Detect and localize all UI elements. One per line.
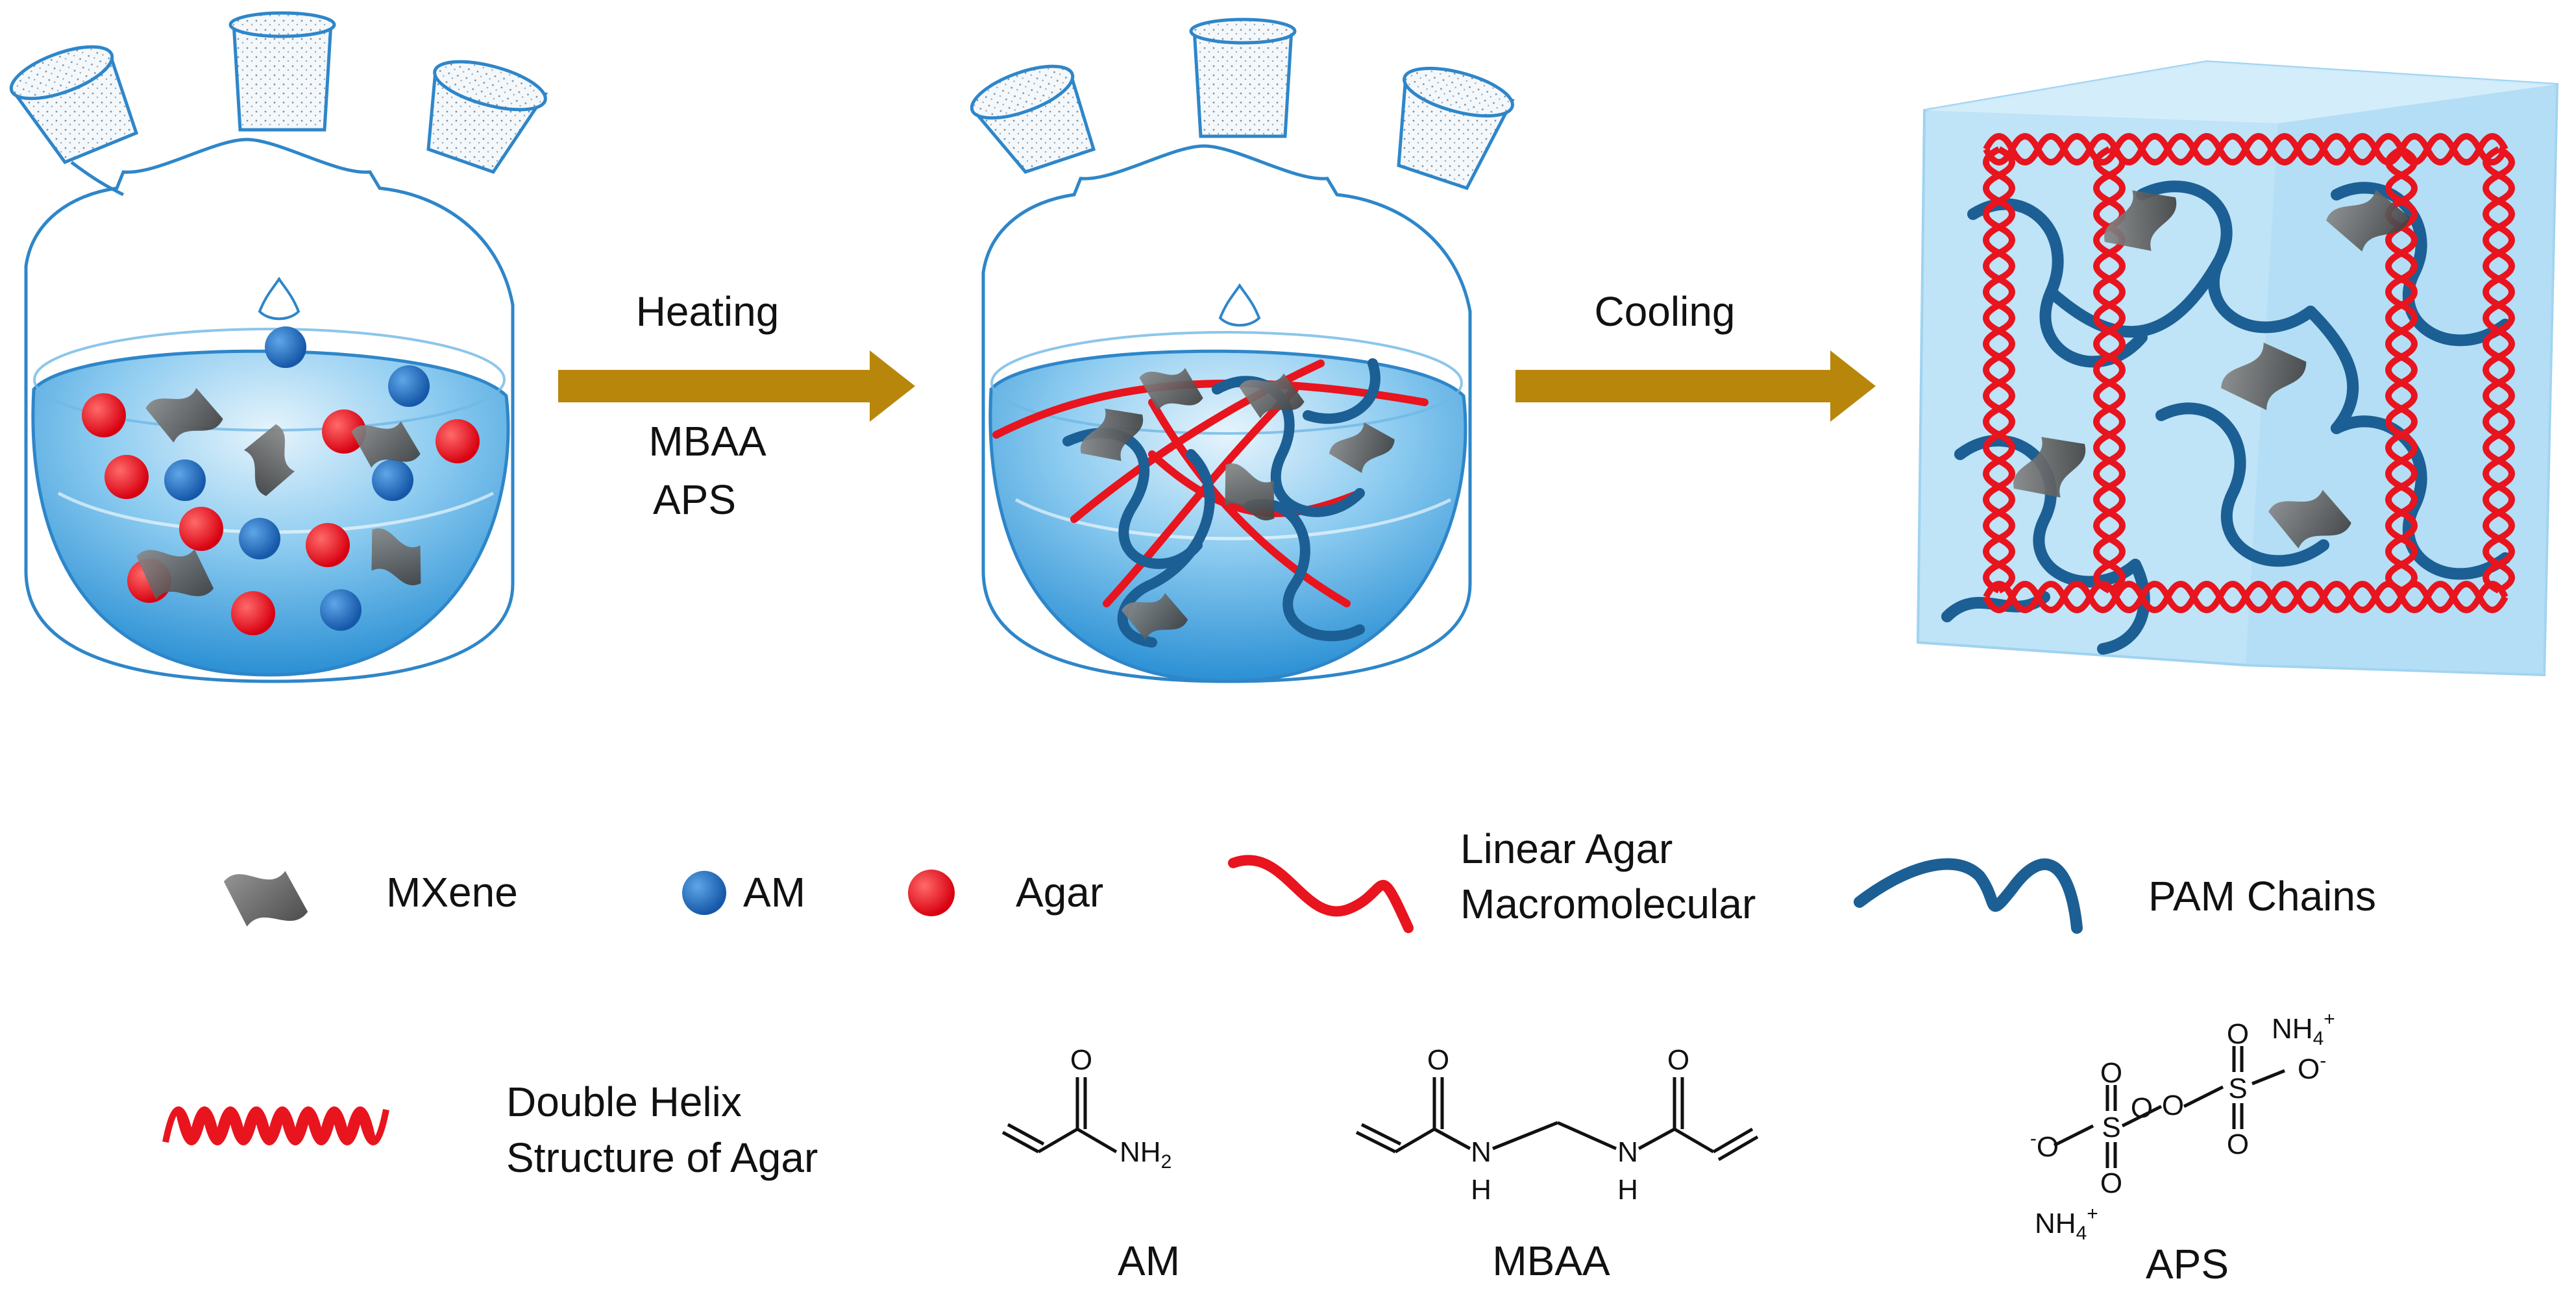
mbaa-atom-n-right: N bbox=[1617, 1136, 1638, 1168]
mbaa-atom-o-left: O bbox=[1427, 1044, 1449, 1076]
mbaa-atom-o-right: O bbox=[1667, 1044, 1689, 1076]
aps-atom-s-left: S bbox=[2102, 1112, 2120, 1143]
mbaa-structure bbox=[1355, 1077, 1759, 1162]
aps-atom-o-bridge-1: O bbox=[2131, 1092, 2153, 1124]
mbaa-atom-n-left: N bbox=[1471, 1136, 1491, 1168]
flask-1-agar-molecules bbox=[82, 393, 480, 635]
flask-2 bbox=[970, 18, 1515, 683]
legend-double-helix-line1: Double Helix bbox=[506, 1079, 742, 1125]
flask-2-neck-center bbox=[1189, 18, 1297, 138]
am-name: AM bbox=[1118, 1237, 1180, 1284]
aps-atom-o-minus-right: O- bbox=[2298, 1050, 2326, 1085]
am-structure bbox=[1001, 1077, 1118, 1154]
mbaa-atom-h-right: H bbox=[1617, 1174, 1638, 1206]
legend-agar-icon bbox=[908, 870, 955, 916]
aps-nh4-top: NH4+ bbox=[2272, 1008, 2335, 1049]
legend-am-icon bbox=[682, 871, 726, 915]
mbaa-reagent-label: MBAA bbox=[648, 418, 767, 465]
hydrogel-block bbox=[1916, 60, 2559, 677]
mbaa-name: MBAA bbox=[1492, 1237, 1610, 1284]
flask-1-neck-right bbox=[426, 60, 548, 175]
aps-atom-o-top-left: O bbox=[2100, 1057, 2122, 1089]
legend-am-label: AM bbox=[743, 869, 805, 916]
am-atom-o: O bbox=[1070, 1044, 1092, 1076]
legend-agar-label: Agar bbox=[1016, 869, 1103, 916]
aps-atom-o-bottom-right: O bbox=[2227, 1128, 2249, 1160]
legend-linear-agar-line2: Macromolecular bbox=[1460, 881, 1756, 927]
aps-name: APS bbox=[2146, 1241, 2229, 1287]
legend-pam-label: PAM Chains bbox=[2148, 873, 2376, 920]
flask-2-neck-right bbox=[1397, 66, 1515, 191]
legend-double-helix-icon bbox=[162, 1106, 389, 1145]
flask-1 bbox=[9, 11, 548, 683]
flask-1-neck-left bbox=[9, 45, 139, 197]
aps-atom-o-top-right: O bbox=[2227, 1018, 2249, 1050]
aps-atom-o-minus-left: -O bbox=[2030, 1128, 2059, 1163]
flask-1-neck-center bbox=[228, 11, 336, 132]
aps-reagent-label: APS bbox=[653, 476, 736, 523]
aps-atom-o-bottom-left: O bbox=[2100, 1167, 2122, 1199]
aps-atom-s-right: S bbox=[2228, 1073, 2247, 1104]
legend-pam-icon bbox=[1854, 858, 2083, 934]
legend-linear-agar-icon bbox=[1228, 855, 1414, 933]
flask-2-neck-left bbox=[970, 64, 1096, 174]
cooling-arrow bbox=[1515, 350, 1876, 422]
flask-1-am-monomers bbox=[164, 326, 430, 631]
aps-structure bbox=[2053, 1046, 2285, 1168]
heating-label: Heating bbox=[636, 288, 779, 335]
aps-nh4-bottom: NH4+ bbox=[2035, 1203, 2098, 1244]
legend-mxene-icon bbox=[223, 865, 309, 930]
mbaa-atom-h-left: H bbox=[1471, 1174, 1491, 1206]
am-nh2: NH2 bbox=[1120, 1136, 1171, 1173]
aps-atom-o-bridge-2: O bbox=[2162, 1090, 2184, 1121]
legend-linear-agar-line1: Linear Agar bbox=[1460, 825, 1673, 872]
cooling-label: Cooling bbox=[1594, 288, 1735, 335]
heating-arrow bbox=[558, 350, 915, 422]
legend-double-helix-line2: Structure of Agar bbox=[506, 1134, 818, 1181]
legend-mxene-label: MXene bbox=[386, 869, 518, 916]
